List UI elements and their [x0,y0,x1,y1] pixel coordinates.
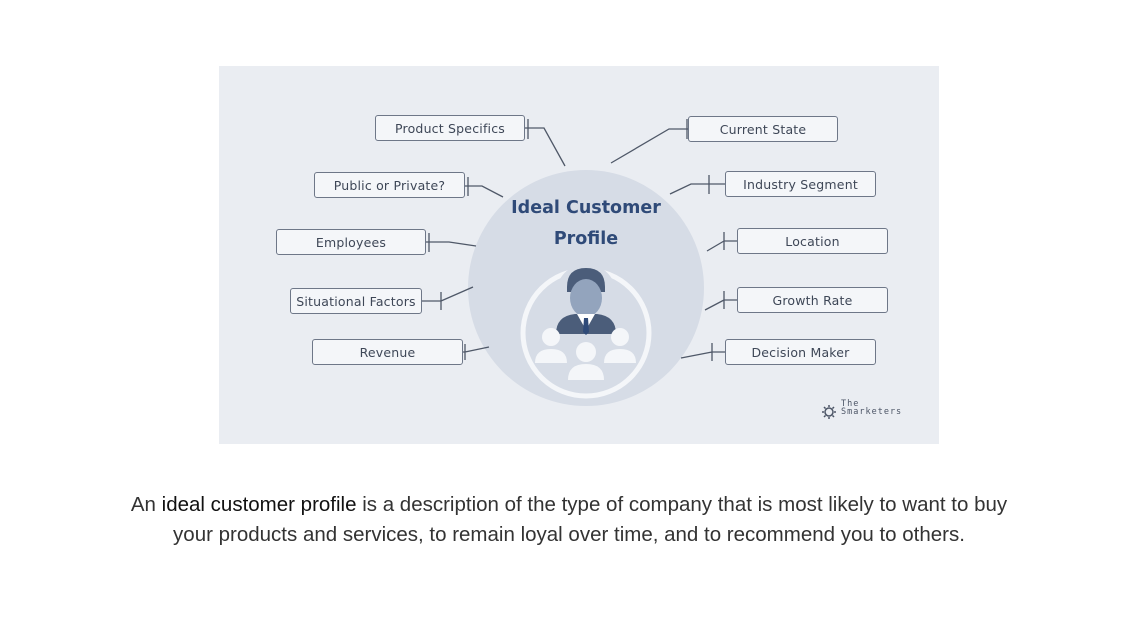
node-decision-maker: Decision Maker [725,339,876,365]
caption-line1: An ideal customer profile is a descripti… [0,490,1138,520]
connector-revenue [463,344,490,360]
node-industry-segment: Industry Segment [725,171,876,197]
connector-public-private [465,177,504,198]
caption-line1-rest: is a description of the type of company … [356,493,1008,516]
connector-current-state [610,119,688,164]
node-revenue: Revenue [312,339,463,365]
node-product-specifics: Product Specifics [375,115,525,141]
node-growth-rate: Growth Rate [737,287,888,313]
right-connectors [610,119,737,361]
diagram-panel: Ideal Customer Profile Product Specifics… [219,66,939,444]
center-title-line2: Profile [553,229,619,249]
connector-decision-maker [680,343,725,361]
connector-location [706,232,737,252]
caption-highlight: ideal customer profile [161,493,357,516]
connector-product-specifics [525,119,566,167]
caption-line2: your products and services, to remain lo… [173,523,965,546]
brand-line2: Smarketers [841,407,903,417]
node-employees: Employees [276,229,426,255]
connector-situational-factors [422,286,474,310]
node-current-state: Current State [688,116,838,142]
caption-prefix: An [130,493,162,516]
customer-group-icon [520,264,652,399]
gear-icon [822,405,836,419]
brand-logo: The Smarketers [819,399,903,417]
person-icon [556,268,616,335]
diagram-graphics [422,119,836,419]
brand-text: The Smarketers [841,399,903,417]
connector-growth-rate [704,291,737,311]
caption: An ideal customer profile is a descripti… [0,490,1138,550]
brand-line1: The [841,399,860,409]
node-public-or-private: Public or Private? [314,172,465,198]
audience-icon [535,328,636,380]
left-connectors [422,119,566,360]
node-location: Location [737,228,888,254]
connector-industry-segment [669,175,725,195]
center-title-line1: Ideal Customer [511,198,661,218]
node-situational-factors: Situational Factors [290,288,422,314]
connector-employees [426,233,477,252]
